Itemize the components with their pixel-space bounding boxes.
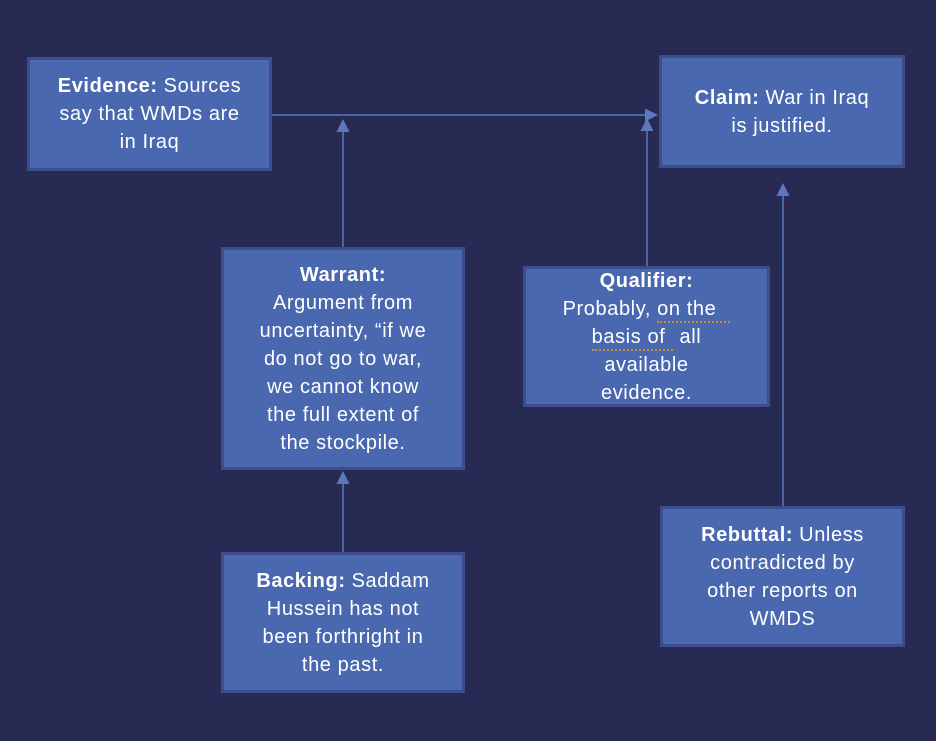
qualifier-body-before: Probably, [562, 297, 658, 320]
qualifier-underlined-phrase-2: basis of [591, 325, 674, 351]
evidence-box: Evidence:Sources say that WMDs are in Ir… [27, 57, 272, 171]
evidence-text: Evidence:Sources say that WMDs are in Ir… [58, 72, 241, 156]
warrant-body: Argument from uncertainty, “if we do not… [259, 291, 427, 454]
qualifier-body-after: all available evidence. [600, 325, 702, 404]
backing-label: Backing: [256, 569, 346, 592]
arrow-warrant-to-line [336, 119, 350, 247]
qualifier-underlined-phrase-1: on the [657, 297, 731, 323]
arrow-qualifier-to-line [640, 118, 654, 266]
arrow-backing-to-warrant [336, 471, 350, 552]
qualifier-label: Qualifier: [599, 269, 694, 292]
arrow-rebuttal-to-claim [776, 183, 790, 506]
warrant-box: Warrant: Argument from uncertainty, “if w… [221, 247, 465, 470]
warrant-label: Warrant: [299, 263, 387, 286]
claim-body: War in Iraq is justified. [731, 86, 870, 137]
backing-text: Backing:Saddam Hussein has not been fort… [256, 567, 429, 679]
backing-body: Saddam Hussein has not been forthright i… [262, 569, 430, 676]
rebuttal-label: Rebuttal: [701, 523, 794, 546]
claim-label: Claim: [694, 86, 760, 109]
claim-box: Claim:War in Iraq is justified. [659, 55, 905, 168]
rebuttal-box: Rebuttal:Unless contradicted by other re… [660, 506, 905, 647]
evidence-label: Evidence: [57, 75, 158, 97]
rebuttal-body: Unless contradicted by other reports on … [707, 523, 864, 630]
evidence-body: Sources say that WMDs are in Iraq [59, 75, 242, 153]
arrow-evidence-to-claim [272, 108, 658, 122]
warrant-text: Warrant: Argument from uncertainty, “if w… [260, 261, 427, 457]
backing-box: Backing:Saddam Hussein has not been fort… [221, 552, 465, 693]
claim-text: Claim:War in Iraq is justified. [695, 84, 869, 140]
rebuttal-text: Rebuttal:Unless contradicted by other re… [701, 521, 864, 633]
